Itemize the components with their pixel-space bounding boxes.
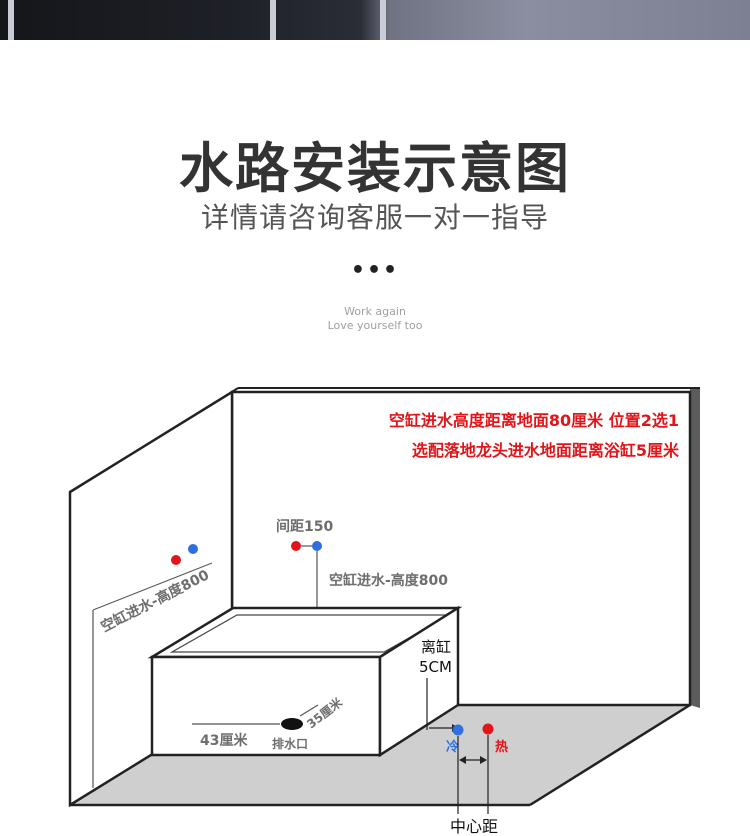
left-wall-height-guide	[92, 562, 213, 611]
hot-label: 热	[495, 739, 508, 755]
depth-35-line	[299, 704, 319, 717]
room-left-edge	[231, 387, 239, 393]
motto-line-2: Love yourself too	[327, 319, 423, 332]
width-43-label: 43厘米	[200, 732, 248, 749]
cold-label: 冷	[446, 739, 459, 755]
bathtub-side-face	[378, 605, 460, 758]
away-from-tub-label: 离缸	[421, 638, 451, 656]
photo-frame-edge	[8, 0, 14, 40]
back-hot-inlet	[291, 541, 301, 551]
center-distance-arrow-left	[459, 756, 466, 764]
photo-frame-edge	[270, 0, 276, 40]
note-line-2: 选配落地龙头进水地面距离浴缸5厘米	[412, 441, 680, 460]
note-line-1: 空缸进水高度距离地面80厘米 位置2选1	[389, 411, 679, 430]
left-hot-inlet	[171, 555, 181, 565]
spacing-label: 间距150	[276, 518, 333, 535]
page-title: 水路安装示意图	[179, 137, 571, 200]
center-distance-label: 中心距	[450, 817, 498, 836]
floor-hot-inlet	[482, 723, 494, 735]
photo-frame-edge	[380, 0, 386, 40]
floor-cold-inlet	[452, 724, 464, 736]
page-subtitle: 详情请咨询客服一对一指导	[200, 201, 549, 234]
away-from-tub-value: 5CM	[419, 658, 452, 676]
ellipsis-decoration: •••	[350, 258, 400, 283]
top-photo-strip	[0, 0, 750, 40]
back-wall-height-label: 空缸进水-高度800	[329, 572, 448, 589]
floor-right-edge	[529, 703, 691, 807]
motto-line-1: Work again	[344, 305, 406, 318]
left-cold-inlet	[188, 544, 198, 554]
center-distance-arrow-right	[480, 756, 487, 764]
drain-label: 排水口	[272, 736, 308, 751]
drain-hole	[281, 718, 303, 730]
back-wall-shadow	[690, 388, 700, 708]
back-cold-inlet	[312, 541, 322, 551]
bathtub-front-face	[150, 655, 382, 757]
